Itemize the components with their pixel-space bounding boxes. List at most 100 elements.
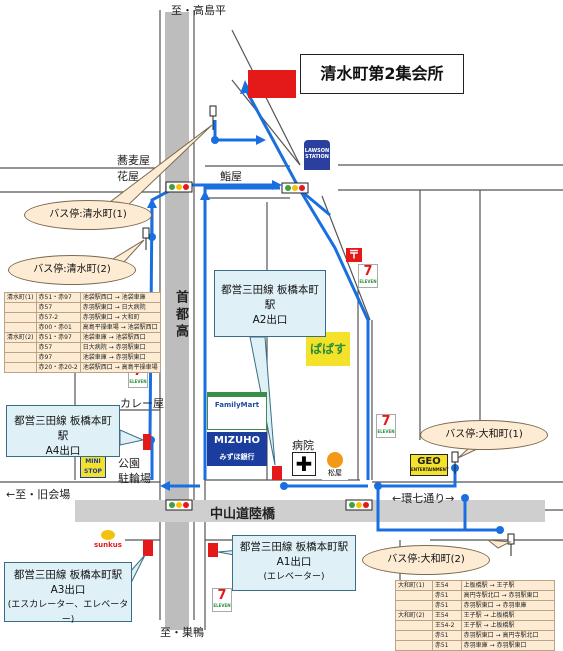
bus-table-cell: 赤51・赤97 [35, 332, 81, 343]
mizuho-logo-text: MIZUHO [214, 435, 260, 446]
bus-table-cell: 赤羽駅東口 → 日大病院 [79, 302, 161, 313]
curry-shop-label: カレー屋 [120, 397, 164, 410]
exit-a3-marker [143, 540, 153, 556]
bus-table-cell: 赤57 [35, 302, 81, 313]
bus-table-cell [4, 322, 37, 333]
papasu-logo: ぱぱす [306, 332, 350, 366]
exit-a3-name: A3出口 [50, 584, 86, 596]
bus-table-cell: 赤51 [431, 630, 462, 641]
bus-table-cell: 高円寺駅北口 → 赤羽駅東口 [460, 590, 556, 601]
bus-table-cell [395, 590, 433, 601]
exit-a1-note: (エレベーター) [263, 572, 325, 582]
bus-table-cell: 赤51 [431, 640, 462, 651]
lawson-sub-text: STATION [305, 154, 329, 160]
hospital-label: 病院 [292, 439, 314, 452]
traffic-lights [165, 181, 373, 511]
bus-stop-yamato-2: バス停:大和町(2) [362, 545, 490, 575]
seven-eleven-mark: 7 [217, 588, 227, 603]
bus-table-cell [395, 600, 433, 611]
expressway-label: 首都高 [173, 290, 188, 341]
exit-a2-line: 都営三田線 板橋本町駅 [221, 284, 319, 311]
matsuya-mark-icon [327, 452, 343, 468]
kannana-label: ←環七通り→ [392, 492, 455, 505]
post-office-icon: 〒 [346, 248, 362, 262]
sunkus-logo: sunkus [94, 530, 122, 556]
familymart-logo: FamilyMart [207, 392, 267, 430]
bus-table-cell: 王54 [431, 580, 462, 591]
bus-table-cell: 赤羽車庫 → 赤羽駅東口 [460, 640, 556, 651]
geo-logo: GEO ENTERTAINMENT [410, 454, 449, 476]
bus-table-cell: 赤00・赤01 [35, 322, 81, 333]
exit-a1-line: 都営三田線 板橋本町駅 [239, 541, 349, 553]
bus-table-cell [4, 362, 37, 373]
exit-a3-callout: 都営三田線 板橋本町駅 A3出口 (エスカレーター、エレベーター) [4, 562, 132, 625]
venue-marker [248, 70, 296, 98]
bus-table-cell: 赤97 [35, 352, 81, 363]
bus-table-cell: 日大病院 → 赤羽駅東口 [79, 342, 161, 353]
bus-table-cell: 清水町(2) [4, 332, 37, 343]
ministop-text: MINI STOP [84, 458, 102, 475]
bus-table-cell [395, 630, 433, 641]
bus-table-cell: 上板橋駅 → 王子駅 [460, 580, 556, 591]
exit-a4-name: A4出口 [45, 445, 81, 457]
papasu-text: ぱぱす [309, 342, 346, 356]
exit-a4-callout: 都営三田線 板橋本町駅 A4出口 [6, 405, 120, 457]
seven-eleven-sub: ELEVEN [377, 429, 395, 434]
seven-eleven-sub: ELEVEN [129, 379, 147, 384]
bus-table-cell: 池袋車庫 → 池袋駅西口 [79, 332, 161, 343]
bus-table-cell: 大和町(2) [395, 610, 433, 621]
bus-table-cell: 赤20・赤20-2 [35, 362, 81, 373]
expressway [165, 12, 189, 630]
exit-a3-note: (エスカレーター、エレベーター) [7, 600, 129, 625]
bridge-label: 中山道陸橋 [210, 507, 276, 522]
matsuya-logo: 松屋 [322, 452, 348, 480]
bicycle-parking-label: 駐輪場 [118, 472, 151, 485]
bus-table-cell [4, 342, 37, 353]
bus-stop-shimizu-2: バス停:清水町(2) [8, 255, 136, 285]
lawson-logo: LAWSON STATION [304, 140, 330, 170]
bus-table-cell: 赤57-2 [35, 312, 81, 323]
bus-table-cell [395, 640, 433, 651]
seven-eleven-logo-4: 7 ELEVEN [212, 588, 232, 612]
bus-table-cell: 赤51 [431, 590, 462, 601]
seven-eleven-sub: ELEVEN [213, 603, 231, 608]
bus-table-cell: 池袋車庫 → 赤羽駅東口 [79, 352, 161, 363]
bus-table-cell: 王子駅 → 上板橋駅 [460, 610, 556, 621]
exit-a2-name: A2出口 [252, 314, 288, 326]
bus-stop-shimizu-1: バス停:清水町(1) [24, 200, 152, 230]
bus-table-cell [4, 302, 37, 313]
lawson-text: LAWSON [304, 148, 330, 154]
exit-a2-callout: 都営三田線 板橋本町駅 A2出口 [214, 270, 326, 337]
bus-table-cell [395, 620, 433, 631]
bus-stop-poles [142, 105, 515, 556]
geo-text: GEO [417, 456, 441, 467]
west-direction-label: ←至・旧会場 [6, 488, 71, 501]
exit-a1-marker [208, 543, 218, 557]
exit-a1-name: A1出口 [276, 556, 312, 568]
bus-table-cell: 王54-2 [431, 620, 462, 631]
park-label: 公園 [118, 457, 140, 470]
hospital-cross-icon: ✚ [292, 452, 316, 476]
flower-shop-label: 花屋 [117, 170, 139, 183]
bus-table-cell: 赤羽駅東口 → 大和町 [79, 312, 161, 323]
ministop-logo: MINI STOP [80, 456, 106, 478]
seven-eleven-mark: 7 [381, 414, 391, 429]
familymart-text: FamilyMart [214, 401, 260, 409]
bus-table-cell: 赤51・赤97 [35, 292, 81, 303]
